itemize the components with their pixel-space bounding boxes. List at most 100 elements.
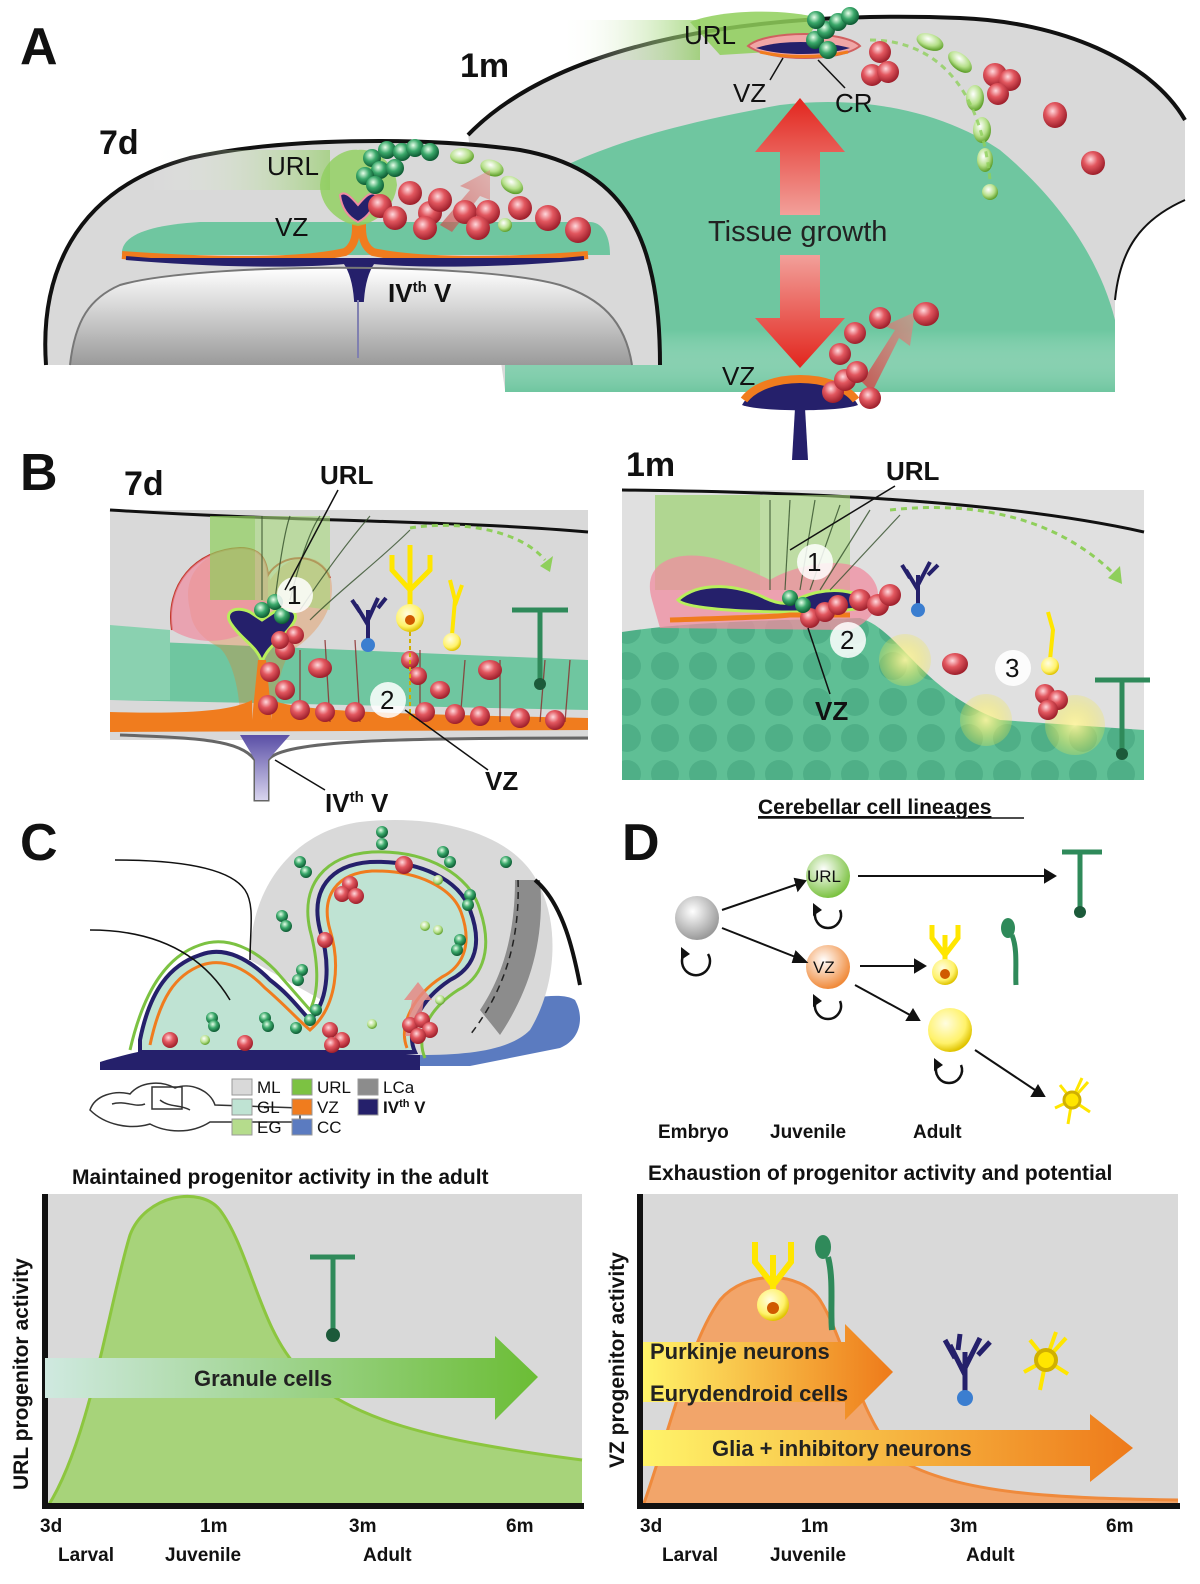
d-url-node xyxy=(806,854,850,898)
chart-vz-stage-2: Adult xyxy=(966,1545,1015,1566)
chart-url-xtick-3: 6m xyxy=(506,1516,533,1537)
d-vz-node xyxy=(806,945,850,989)
legend-url: URL xyxy=(291,1078,351,1097)
a-7d-tissue: 7d URL VZ IVth V xyxy=(43,124,662,366)
chart-url-stage-2: Adult xyxy=(363,1545,412,1566)
chart-vz-title: Exhaustion of progenitor activity and po… xyxy=(648,1162,1112,1185)
chart-url-xtick-1: 1m xyxy=(200,1516,227,1537)
chart-url-granule-cell xyxy=(310,1254,355,1342)
a-1m-url-label: URL xyxy=(684,20,736,50)
chart-vz-green-neuron xyxy=(815,1235,835,1331)
b-1m-blue-cell xyxy=(900,561,940,617)
chart-url-series-label: Granule cells xyxy=(194,1366,332,1391)
chart-vz-stage-1: Juvenile xyxy=(770,1545,846,1566)
panel-a: A xyxy=(20,7,1187,460)
b-1m-badge-1: 1 xyxy=(807,547,821,577)
b-7d-granule xyxy=(512,607,568,690)
b-7d-section: 1 2 7d URL VZ IVth V xyxy=(109,460,589,818)
a-7d-age: 7d xyxy=(99,124,139,162)
tissue-growth-arrow: Tissue growth xyxy=(708,98,887,368)
a-1m-bottom-vz: VZ xyxy=(722,302,939,460)
svg-text:VZ: VZ xyxy=(317,1098,339,1117)
legend-vz: VZ xyxy=(291,1098,339,1117)
a-1m-age: 1m xyxy=(460,47,509,85)
svg-text:LCa: LCa xyxy=(383,1078,415,1097)
chart-url-series-arrow: Granule cells xyxy=(45,1336,538,1420)
b-7d-badge-1: 1 xyxy=(287,580,301,610)
panel-c-letter: C xyxy=(20,814,58,872)
a-1m-vz-label: VZ xyxy=(733,78,766,108)
b-1m-section: 1 2 3 1m URL VZ xyxy=(621,446,1150,780)
chart-vz-xtick-1: 1m xyxy=(801,1516,828,1537)
c-brain-icon xyxy=(89,1082,301,1132)
chart-vz-blue-cell xyxy=(942,1333,992,1406)
chart-url-ylabel: URL progenitor activity xyxy=(10,1258,33,1490)
svg-text:CC: CC xyxy=(317,1118,342,1137)
b-1m-badge-2: 2 xyxy=(840,625,854,655)
svg-text:IVth V: IVth V xyxy=(383,1098,426,1117)
d-stage-embryo: Embryo xyxy=(658,1122,729,1143)
d-embryo-progenitor xyxy=(675,896,719,940)
a-1m-bottom-vz-label: VZ xyxy=(722,361,755,391)
d-green-neuron xyxy=(1001,918,1019,986)
d-purkinje-cell xyxy=(929,925,961,985)
panel-c: C xyxy=(20,814,582,1137)
b-1m-url-label: URL xyxy=(886,456,940,486)
chart-vz-series-label-1: Eurydendroid cells xyxy=(650,1381,848,1406)
b-7d-age: 7d xyxy=(124,465,164,503)
c-sagittal-section xyxy=(89,820,582,1070)
chart-url: Maintained progenitor activity in the ad… xyxy=(10,1166,584,1566)
b-1m-eurydendroid xyxy=(1041,611,1059,675)
a-7d-vz-label: VZ xyxy=(275,212,308,242)
chart-vz-purkinje xyxy=(752,1242,794,1321)
d-adult-progenitor xyxy=(928,1008,972,1052)
b-7d-purkinje xyxy=(389,545,433,720)
svg-text:EG: EG xyxy=(257,1118,282,1137)
legend-eg: EG xyxy=(231,1118,282,1137)
d-lineage-tree: URL VZ xyxy=(658,849,1102,1143)
chart-vz-ylabel: VZ progenitor activity xyxy=(606,1252,629,1468)
b-7d-eurydendroid xyxy=(443,579,464,651)
tissue-growth-label: Tissue growth xyxy=(708,216,887,248)
b-1m-vz-label: VZ xyxy=(815,696,848,726)
d-stage-adult: Adult xyxy=(913,1122,962,1143)
b-7d-badge-2: 2 xyxy=(380,685,394,715)
svg-text:GL: GL xyxy=(257,1098,280,1117)
chart-url-xtick-0: 3d xyxy=(40,1516,62,1537)
b-7d-blue-cell xyxy=(350,596,388,652)
b-7d-ventricle-label: IVth V xyxy=(325,788,389,818)
a-7d-ventricle-label: IVth V xyxy=(388,278,452,308)
panel-b: B xyxy=(20,444,1150,818)
chart-vz-astrocyte xyxy=(1023,1331,1070,1391)
b-1m-badge-3: 3 xyxy=(1005,653,1019,683)
b-7d-url-label: URL xyxy=(320,460,374,490)
chart-vz-xtick-0: 3d xyxy=(640,1516,662,1537)
legend-ventricle: IVth V xyxy=(357,1098,426,1117)
chart-url-xtick-2: 3m xyxy=(349,1516,376,1537)
d-vz-label: VZ xyxy=(813,958,835,977)
legend-lca: LCa xyxy=(357,1078,415,1097)
d-granule-cell xyxy=(1062,849,1102,918)
chart-vz-series-arrow-2: Glia + inhibitory neurons xyxy=(643,1414,1133,1482)
c-legend: ML GL EG URL VZ CC xyxy=(231,1078,426,1137)
svg-text:ML: ML xyxy=(257,1078,281,1097)
b-7d-vz-label: VZ xyxy=(485,766,518,796)
d-title: Cerebellar cell lineages xyxy=(758,796,991,819)
a-7d-url-label: URL xyxy=(267,151,319,181)
chart-vz-series-label-0: Purkinje neurons xyxy=(650,1339,830,1364)
chart-vz: Exhaustion of progenitor activity and po… xyxy=(606,1162,1180,1566)
chart-url-stage-0: Larval xyxy=(58,1545,114,1566)
chart-vz-stage-0: Larval xyxy=(662,1545,718,1566)
panel-d-letter: D xyxy=(622,814,660,872)
legend-ml: ML xyxy=(231,1078,281,1097)
b-1m-age: 1m xyxy=(626,446,675,484)
legend-gl: GL xyxy=(231,1098,280,1117)
chart-url-stage-1: Juvenile xyxy=(165,1545,241,1566)
chart-vz-xtick-2: 3m xyxy=(950,1516,977,1537)
chart-vz-xtick-3: 6m xyxy=(1106,1516,1133,1537)
d-stage-juvenile: Juvenile xyxy=(770,1122,846,1143)
chart-url-title: Maintained progenitor activity in the ad… xyxy=(72,1166,489,1189)
a-1m-cr-label: CR xyxy=(835,88,873,118)
panel-a-letter: A xyxy=(20,18,58,76)
